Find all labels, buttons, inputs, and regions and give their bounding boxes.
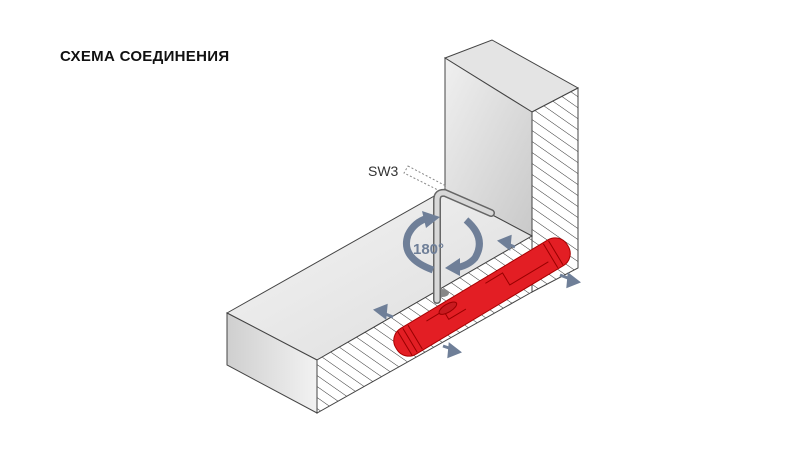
red-connector-anchor: [393, 237, 571, 357]
rotation-arrowheads: [422, 211, 460, 276]
vertical-panel: [443, 39, 580, 293]
rotation-label: 180°: [413, 241, 444, 258]
key-previous-position: [403, 165, 447, 193]
hex-key-tool: [433, 188, 495, 304]
tool-label: SW3: [368, 163, 399, 179]
rotation-arrow-icon: [403, 214, 483, 274]
page-title: СХЕМА СОЕДИНЕНИЯ: [60, 48, 230, 65]
expansion-arrows: [373, 234, 581, 359]
